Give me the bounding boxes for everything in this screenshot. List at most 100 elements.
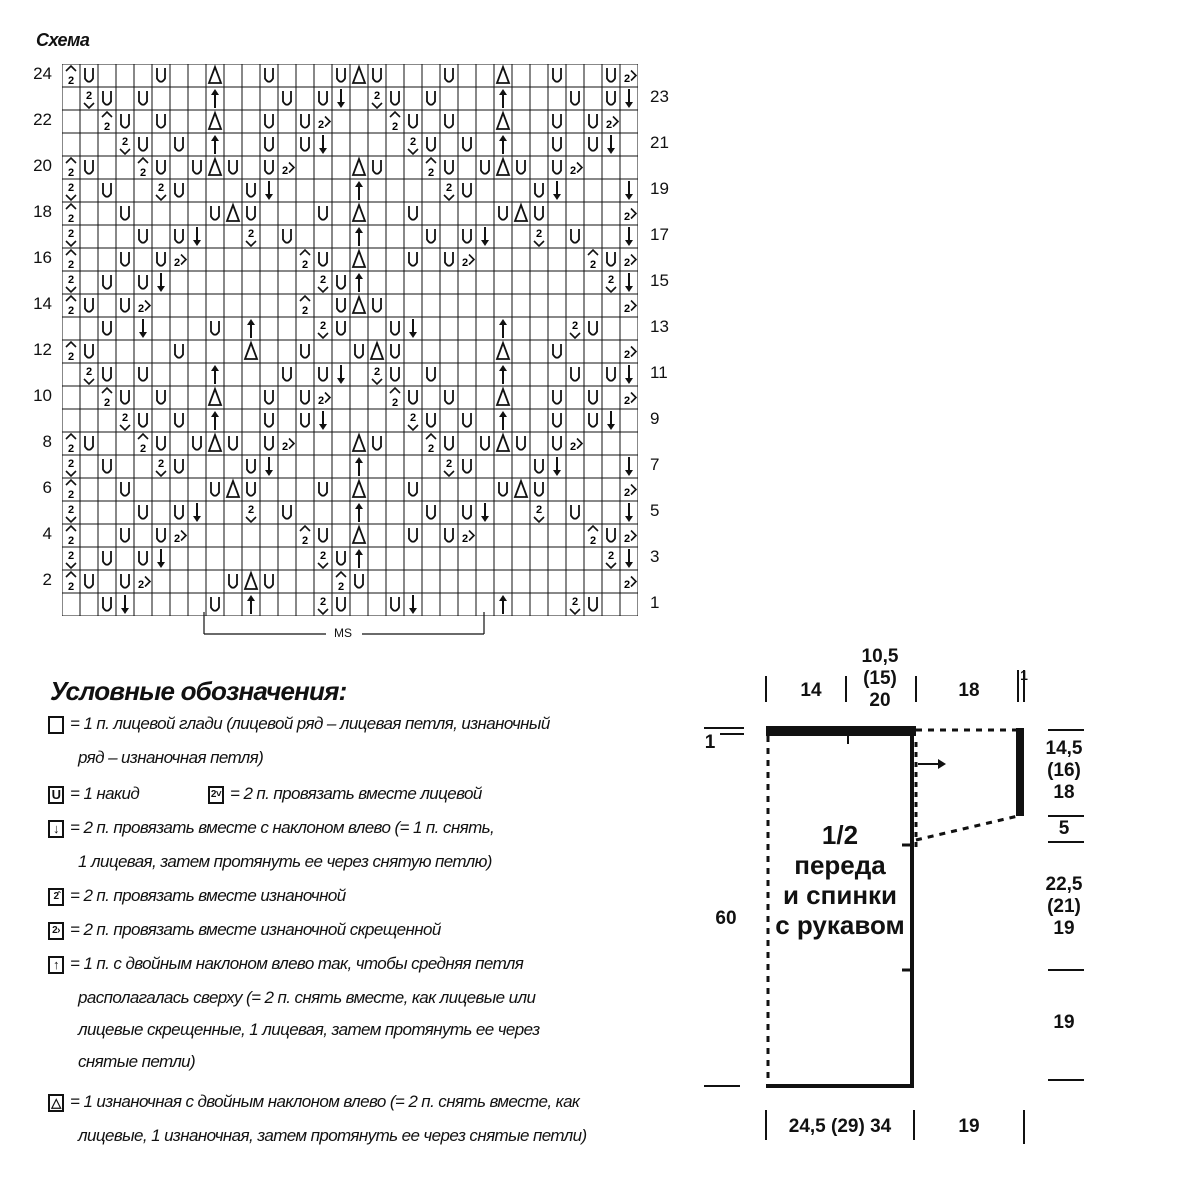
measure-left-60: 60 (715, 908, 737, 929)
svg-text:2: 2 (248, 228, 254, 240)
chart-symbol (552, 137, 562, 152)
chart-symbol (138, 551, 148, 566)
chart-symbol (282, 505, 292, 520)
chart-symbol (372, 436, 382, 451)
k2tog-icon: 2˅ (208, 785, 224, 804)
svg-text:2: 2 (140, 167, 146, 179)
chart-symbol: 2 (137, 156, 149, 179)
chart-symbol (210, 482, 220, 497)
chart-symbol (174, 505, 184, 520)
chart-symbol: 2 (65, 550, 77, 570)
svg-text:2: 2 (624, 211, 630, 223)
chart-symbol: 2 (317, 320, 329, 340)
svg-text:2: 2 (572, 596, 578, 608)
row-number: 10 (33, 386, 52, 405)
chart-symbol (102, 275, 112, 290)
svg-text:2: 2 (320, 320, 326, 332)
chart-symbol: 2 (282, 437, 296, 453)
svg-text:2: 2 (590, 535, 596, 547)
chart-symbol (282, 91, 292, 106)
chart-symbol (355, 549, 363, 568)
chart-symbol (499, 135, 507, 154)
chart-symbol: 2 (65, 432, 77, 455)
svg-text:2: 2 (624, 73, 630, 85)
svg-text:2: 2 (318, 119, 324, 131)
chart-symbol (211, 89, 219, 108)
chart-symbol: 2 (299, 294, 311, 317)
svg-text:2: 2 (68, 535, 74, 547)
chart-symbol (390, 344, 400, 359)
chart-symbol (390, 597, 400, 612)
chart-symbol (174, 413, 184, 428)
chart-symbol (300, 137, 310, 152)
svg-text:2: 2 (68, 458, 74, 470)
legend-item-ssk: ↓= 2 п. провязать вместе с наклоном влев… (48, 818, 495, 838)
row-number: 21 (650, 133, 669, 152)
measure-line: 18 (1053, 782, 1075, 803)
chart-symbol (409, 319, 417, 338)
chart-symbol: 2 (245, 504, 257, 524)
chart-symbol (570, 367, 580, 382)
svg-text:2: 2 (302, 535, 308, 547)
svg-text:2: 2 (174, 257, 180, 269)
chart-symbol (625, 227, 633, 246)
svg-text:2: 2 (68, 581, 74, 593)
chart-symbol (139, 319, 147, 338)
chart-symbol (84, 574, 94, 589)
svg-text:2: 2 (392, 397, 398, 409)
svg-text:2: 2 (68, 228, 74, 240)
chart-symbol (499, 319, 507, 338)
chart-symbol (210, 321, 220, 336)
chart-symbol (121, 595, 129, 614)
chart-symbol (588, 114, 598, 129)
chart-symbol (534, 459, 544, 474)
svg-text:2: 2 (140, 443, 146, 455)
chart-symbol: 2 (624, 299, 638, 315)
row-number: 22 (33, 110, 52, 129)
chart-symbol: 2 (624, 483, 638, 499)
measure-top-14: 14 (800, 680, 822, 701)
measure-top-mid: 10,5 (15) 20 (850, 646, 910, 712)
chart-symbol (138, 137, 148, 152)
chart-symbol: 2 (443, 182, 455, 202)
chart-symbol (174, 459, 184, 474)
svg-text:2: 2 (338, 581, 344, 593)
triangle-icon: △ (48, 1093, 64, 1112)
measure-line: (16) (1047, 760, 1081, 781)
chart-symbol (625, 503, 633, 522)
svg-text:2: 2 (302, 305, 308, 317)
legend-item-p2tog: 2̂= 2 п. провязать вместе изнаночной (48, 886, 346, 906)
legend-item-purl-dec: △= 1 изнаночная с двойным наклоном влево… (48, 1092, 580, 1112)
chart-symbol (606, 528, 616, 543)
chart-symbol: 2 (606, 115, 620, 131)
svg-text:2: 2 (68, 351, 74, 363)
measure-line: (15) (863, 668, 897, 689)
chart-symbol: 2 (389, 110, 401, 133)
chart-symbol (426, 229, 436, 244)
chart-symbol (606, 68, 616, 83)
chart-symbol (264, 436, 274, 451)
svg-text:2: 2 (158, 458, 164, 470)
chart-symbol (552, 114, 562, 129)
chart-symbol (552, 390, 562, 405)
chart-symbol (282, 229, 292, 244)
legend-text: = 2 п. провязать вместе изнаночной (70, 886, 346, 905)
measure-bottom-right: 19 (958, 1116, 980, 1137)
row-number: 15 (650, 271, 669, 290)
chart-symbol: 2 (605, 550, 617, 570)
svg-text:2: 2 (248, 504, 254, 516)
row-number: 8 (42, 432, 52, 451)
chart-symbol: 2 (533, 504, 545, 524)
svg-text:2: 2 (68, 182, 74, 194)
chart-symbol: 2 (65, 274, 77, 294)
chart-symbol: 2 (462, 529, 476, 545)
chart-symbol (84, 68, 94, 83)
chart-symbol (606, 367, 616, 382)
chart-symbol (570, 91, 580, 106)
chart-symbol (444, 68, 454, 83)
chart-symbol (243, 340, 259, 360)
svg-text:2: 2 (320, 550, 326, 562)
chart-symbol (570, 229, 580, 244)
svg-text:2: 2 (68, 305, 74, 317)
chart-symbol: 2 (624, 253, 638, 269)
